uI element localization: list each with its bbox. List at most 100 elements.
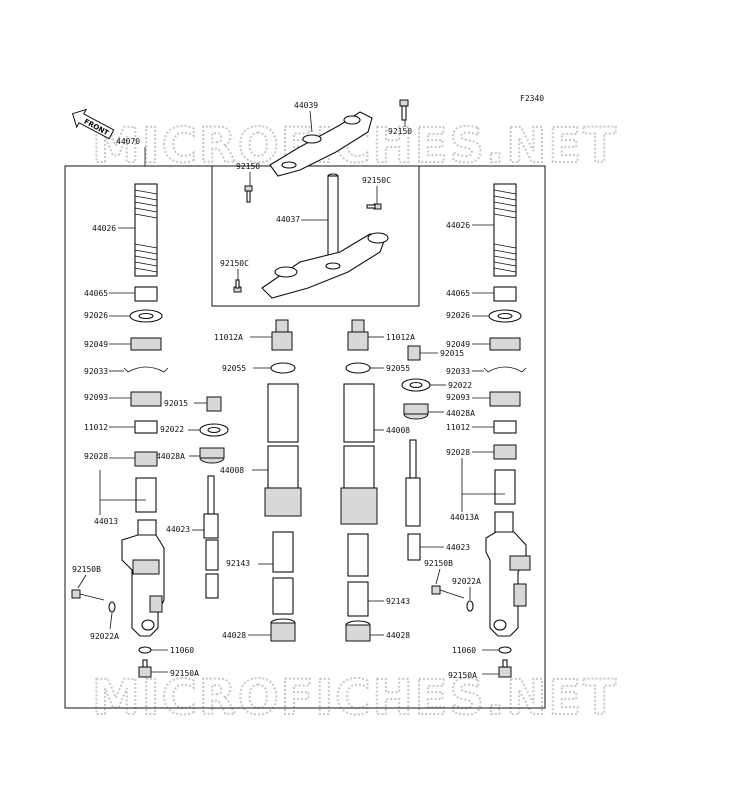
seal-92049-right <box>489 337 521 351</box>
label-92049-left: 92049 <box>84 340 108 349</box>
outer-tube-44013-left <box>121 477 165 637</box>
bolt-92150-top <box>399 99 409 121</box>
label-92150-top: 92150 <box>388 127 412 136</box>
label-92028-right: 92028 <box>446 448 470 457</box>
bolt-92150a-right <box>498 659 512 678</box>
damper-rod-44023-left <box>203 475 219 599</box>
bushing-11012-left <box>134 420 158 434</box>
bolt-92150c-a <box>366 203 382 210</box>
label-44037: 44037 <box>276 215 300 224</box>
bolt-92150-mid <box>244 185 253 203</box>
label-44023-right: 44023 <box>446 543 470 552</box>
damper-rod-44023-right <box>405 439 421 561</box>
label-92055-right: 92055 <box>386 364 410 373</box>
seat-44028a-right <box>403 403 429 420</box>
label-92015-right: 92015 <box>440 349 464 358</box>
label-92022a-left: 92022A <box>90 632 119 641</box>
label-92150c-b: 92150C <box>220 259 249 268</box>
label-44065-right: 44065 <box>446 289 470 298</box>
label-44023-left: 44023 <box>166 525 190 534</box>
label-92015-left: 92015 <box>164 399 188 408</box>
inner-tube-44008-left <box>264 383 302 517</box>
label-44008-left: 44008 <box>220 466 244 475</box>
piece-44028-right <box>345 620 371 642</box>
label-92143-right: 92143 <box>386 597 410 606</box>
fork-spring-left <box>134 183 158 277</box>
bolt-92150a-left <box>138 659 152 678</box>
spacer-92143-right <box>347 533 369 617</box>
label-11060-right: 11060 <box>452 646 476 655</box>
label-92150a-left: 92150A <box>170 669 199 678</box>
oring-92055-left <box>270 362 296 374</box>
label-11012a-right: 11012A <box>386 333 415 342</box>
bolt-92150b-right <box>431 585 465 599</box>
label-44065-left: 44065 <box>84 289 108 298</box>
cap-bolt-11012a-left <box>271 319 293 351</box>
inner-tube-44008-right <box>340 383 378 525</box>
cap-bolt-11012a-right <box>347 319 369 351</box>
label-92150-mid: 92150 <box>236 162 260 171</box>
collar-44065-left <box>134 286 158 302</box>
piece-44028-left <box>270 618 296 642</box>
seal-92093-left <box>130 391 162 407</box>
label-44008-right: 44008 <box>386 426 410 435</box>
bushing-92028-right <box>493 444 517 460</box>
washer-11060-right <box>498 646 512 654</box>
label-44039: 44039 <box>294 101 318 110</box>
label-11012a-left: 11012A <box>214 333 243 342</box>
label-92093-left: 92093 <box>84 393 108 402</box>
label-92150b-right: 92150B <box>424 559 453 568</box>
label-92143-left: 92143 <box>226 559 250 568</box>
figure-code: F2340 <box>520 94 544 103</box>
outer-tube-44013a-right <box>485 469 531 637</box>
bushing-11012-right <box>493 420 517 434</box>
label-44026-right: 44026 <box>446 221 470 230</box>
bolt-92150c-b <box>233 279 242 293</box>
label-11060-left: 11060 <box>170 646 194 655</box>
seal-92049-left <box>130 337 162 351</box>
nut-92015-left <box>206 396 222 412</box>
steering-stem-44037 <box>261 173 389 299</box>
steering-stem-box <box>211 165 420 307</box>
spacer-92143-left <box>272 531 294 615</box>
label-44028a-left: 44028A <box>156 452 185 461</box>
clip-92033-right <box>483 366 527 373</box>
label-11012-left: 11012 <box>84 423 108 432</box>
oring-92055-right <box>345 362 371 374</box>
seat-44028a-left <box>199 447 225 464</box>
watermark-bottom: MICROFICHES.NET <box>92 670 618 726</box>
label-92150b-left: 92150B <box>72 565 101 574</box>
label-44028a-right: 44028A <box>446 409 475 418</box>
label-44013-left: 44013 <box>94 517 118 526</box>
label-11012-right: 11012 <box>446 423 470 432</box>
label-44028-left: 44028 <box>222 631 246 640</box>
label-92026-left: 92026 <box>84 311 108 320</box>
collar-44065-right <box>493 286 517 302</box>
label-92049-right: 92049 <box>446 340 470 349</box>
washer-11060-left <box>138 646 152 654</box>
washer-92022a-left <box>108 601 116 613</box>
fork-spring-right <box>493 183 517 277</box>
assembly-frame <box>64 165 546 709</box>
label-92150a-right: 92150A <box>448 671 477 680</box>
label-92033-left: 92033 <box>84 367 108 376</box>
label-92093-right: 92093 <box>446 393 470 402</box>
bolt-92150b-left <box>71 589 105 601</box>
label-92022a-right: 92022A <box>452 577 481 586</box>
upper-bracket-44039 <box>269 111 373 177</box>
label-92026-right: 92026 <box>446 311 470 320</box>
seal-92093-right <box>489 391 521 407</box>
label-92022-left: 92022 <box>160 425 184 434</box>
clip-92033-left <box>123 366 169 373</box>
label-44013a-right: 44013A <box>450 513 479 522</box>
label-92150c-a: 92150C <box>362 176 391 185</box>
label-92028-left: 92028 <box>84 452 108 461</box>
washer-92022a-right <box>466 600 474 612</box>
label-92033-right: 92033 <box>446 367 470 376</box>
label-44026-left: 44026 <box>92 224 116 233</box>
label-44070: 44070 <box>116 137 140 146</box>
label-44028-right: 44028 <box>386 631 410 640</box>
label-92022-right: 92022 <box>448 381 472 390</box>
bushing-92028-left <box>134 451 158 467</box>
